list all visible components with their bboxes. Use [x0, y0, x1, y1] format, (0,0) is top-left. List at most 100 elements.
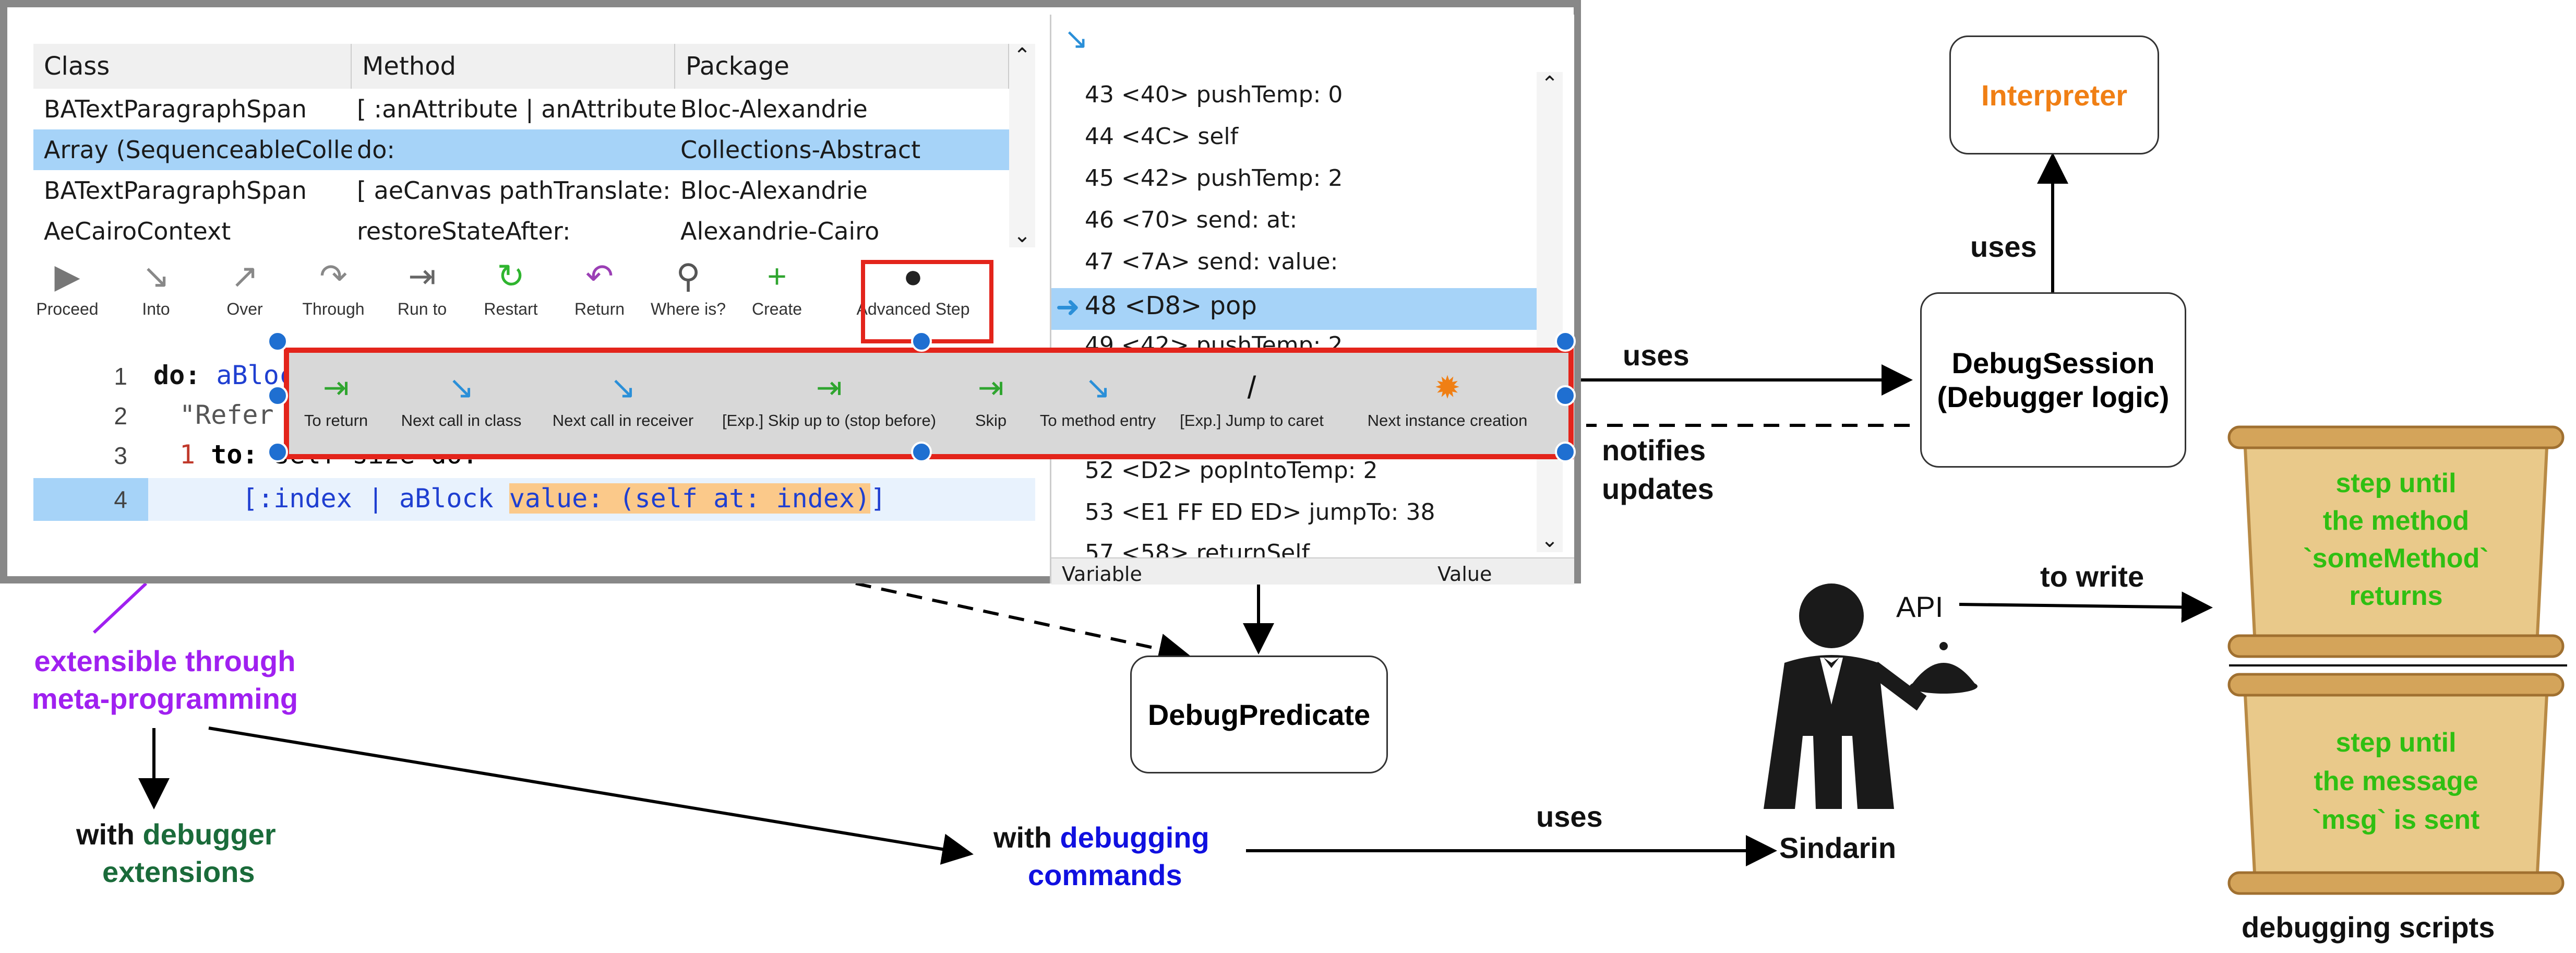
- over-icon: ↗: [231, 257, 259, 295]
- updates-label: updates: [1602, 472, 1714, 505]
- extensible-line1: extensible through: [34, 645, 296, 677]
- resize-handle[interactable]: [267, 331, 288, 352]
- script-1-line: returns: [2349, 581, 2443, 611]
- code-keyword: to:: [195, 439, 258, 470]
- resize-handle[interactable]: [911, 331, 932, 352]
- stack-cell-package: Collections-Abstract: [680, 136, 921, 164]
- purple-pointer-line: [92, 582, 148, 634]
- code-line-1: do: aBloc: [153, 360, 295, 390]
- debugger-window: Class Method Package BATextParagraphSpan…: [0, 0, 1581, 586]
- next-call-in-receiver-label: Next call in receiver: [552, 411, 694, 430]
- script-1-text: step until the method `someMethod` retur…: [2224, 464, 2568, 615]
- through-button[interactable]: ↷ Through: [289, 253, 378, 341]
- where-is-icon: ⚲: [676, 257, 701, 295]
- return-button[interactable]: ↶ Return: [555, 253, 644, 341]
- proceed-button[interactable]: ▶ Proceed: [23, 253, 112, 341]
- bytecode-line[interactable]: 52 <D2> popIntoTemp: 2: [1085, 457, 1378, 484]
- resize-handle[interactable]: [1555, 385, 1576, 406]
- next-call-in-class-button[interactable]: ↘ Next call in class: [388, 364, 534, 453]
- line-number: 3: [114, 442, 127, 469]
- script-1-line: `someMethod`: [2303, 543, 2489, 574]
- run-to-icon: ⇥: [408, 257, 436, 295]
- restart-button[interactable]: ↻ Restart: [466, 253, 555, 341]
- bytecode-line[interactable]: 46 <70> send: at:: [1085, 207, 1298, 233]
- column-header-package[interactable]: Package: [675, 44, 1009, 89]
- with-commands-line1: with debugging: [993, 820, 1209, 854]
- skip-up-to-icon: ⇥: [816, 370, 843, 405]
- run-to-button[interactable]: ⇥ Run to: [378, 253, 466, 341]
- stack-row[interactable]: BATextParagraphSpan [ aeCanvas pathTrans…: [33, 170, 1009, 211]
- inspector-column-variable[interactable]: Variable: [1062, 563, 1142, 586]
- with-commands-line2: commands: [1028, 859, 1182, 891]
- uses-session-label: uses: [1623, 339, 1690, 372]
- column-header-class[interactable]: Class: [33, 44, 352, 89]
- scroll-up-icon[interactable]: ⌃: [1013, 44, 1031, 68]
- code-text: [:index | aBlock: [242, 483, 509, 514]
- interpreter-node: Interpreter: [1949, 35, 2159, 154]
- next-call-in-receiver-button[interactable]: ↘ Next call in receiver: [545, 364, 701, 453]
- stack-cell-class: Array (SequenceableCollecti: [44, 136, 352, 164]
- line-number: 2: [114, 402, 127, 430]
- inspector-column-value[interactable]: Value: [1437, 563, 1492, 586]
- stack-cell-method: restoreStateAfter:: [357, 217, 571, 245]
- into-button[interactable]: ↘ Into: [112, 253, 200, 341]
- create-label: Create: [751, 300, 802, 318]
- current-pc-arrow-icon: ➜: [1056, 290, 1080, 324]
- skip-button[interactable]: ⇥ Skip: [962, 364, 1020, 453]
- bytecode-line[interactable]: 45 <42> pushTemp: 2: [1085, 165, 1343, 192]
- debug-session-subtitle: (Debugger logic): [1937, 380, 2170, 413]
- next-call-in-class-label: Next call in class: [401, 411, 522, 430]
- bytecode-step-icon[interactable]: ↘: [1064, 22, 1088, 56]
- code-editor[interactable]: 1 2 3 4 do: aBloc "Refer 1 to: self size…: [33, 352, 1035, 576]
- skip-icon: ⇥: [977, 370, 1004, 405]
- to-return-button[interactable]: ⇥ To return: [294, 364, 378, 453]
- script-1-line: step until: [2335, 468, 2457, 498]
- code-number: 1: [179, 439, 196, 470]
- return-icon: ↶: [585, 257, 614, 295]
- through-label: Through: [302, 300, 365, 318]
- stack-row-selected[interactable]: Array (SequenceableCollecti do: Collecti…: [33, 129, 1009, 170]
- scroll-down-icon[interactable]: ⌄: [1013, 223, 1031, 247]
- over-button[interactable]: ↗ Over: [200, 253, 289, 341]
- jump-to-caret-button[interactable]: / [Exp.] Jump to caret: [1176, 364, 1327, 453]
- code-text: aBloc: [200, 360, 295, 390]
- resize-handle[interactable]: [911, 442, 932, 462]
- bytecode-line[interactable]: 44 <4C> self: [1085, 123, 1239, 150]
- skip-up-to-button[interactable]: ⇥ [Exp.] Skip up to (stop before): [712, 364, 946, 453]
- code-text: ]: [870, 483, 886, 514]
- bytecode-line[interactable]: 43 <40> pushTemp: 0: [1085, 81, 1343, 108]
- arrow-api-to-write: [1959, 591, 2213, 623]
- where-is-button[interactable]: ⚲ Where is?: [644, 253, 733, 341]
- resize-handle[interactable]: [267, 385, 288, 406]
- code-line-4: [:index | aBlock value: (self at: index)…: [242, 483, 886, 514]
- resize-handle[interactable]: [267, 442, 288, 462]
- scroll-down-icon[interactable]: ⌄: [1541, 528, 1559, 552]
- with-extensions-line2: extensions: [102, 855, 255, 888]
- debug-session-title: DebugSession: [1951, 347, 2155, 379]
- bytecode-line[interactable]: 47 <7A> send: value:: [1085, 248, 1338, 275]
- stack-cell-method: [ :anAttribute | anAttribute: [357, 95, 675, 123]
- run-to-label: Run to: [397, 300, 447, 318]
- create-button[interactable]: + Create: [733, 253, 821, 341]
- next-call-in-class-icon: ↘: [448, 370, 475, 405]
- with-ext-prefix: with: [76, 818, 143, 851]
- next-instance-creation-button[interactable]: ✹ Next instance creation: [1338, 364, 1557, 453]
- resize-handle[interactable]: [1555, 331, 1576, 352]
- stack-row[interactable]: AeCairoContext restoreStateAfter: Alexan…: [33, 211, 1009, 252]
- to-method-entry-button[interactable]: ↘ To method entry: [1030, 364, 1166, 453]
- script-2-line: the message: [2314, 766, 2478, 796]
- bytecode-line-current[interactable]: 48 <D8> pop: [1085, 291, 1257, 320]
- stack-scrollbar[interactable]: ⌃ ⌄: [1009, 44, 1035, 247]
- advanced-step-highlight: [861, 260, 993, 343]
- column-header-method[interactable]: Method: [352, 44, 675, 89]
- scroll-up-icon[interactable]: ⌃: [1541, 72, 1559, 96]
- code-current-expression: value: (self at: index): [509, 483, 871, 514]
- interpreter-label: Interpreter: [1981, 78, 2128, 112]
- bytecode-scrollbar[interactable]: ⌃ ⌄: [1537, 72, 1563, 552]
- resize-handle[interactable]: [1555, 442, 1576, 462]
- bytecode-line[interactable]: 53 <E1 FF ED ED> jumpTo: 38: [1085, 499, 1435, 526]
- sindarin-label: Sindarin: [1779, 831, 1897, 864]
- script-1-line: the method: [2322, 506, 2470, 536]
- stack-row[interactable]: BATextParagraphSpan [ :anAttribute | anA…: [33, 89, 1009, 129]
- arrow-code-to-predicate-dashed: [855, 582, 1190, 664]
